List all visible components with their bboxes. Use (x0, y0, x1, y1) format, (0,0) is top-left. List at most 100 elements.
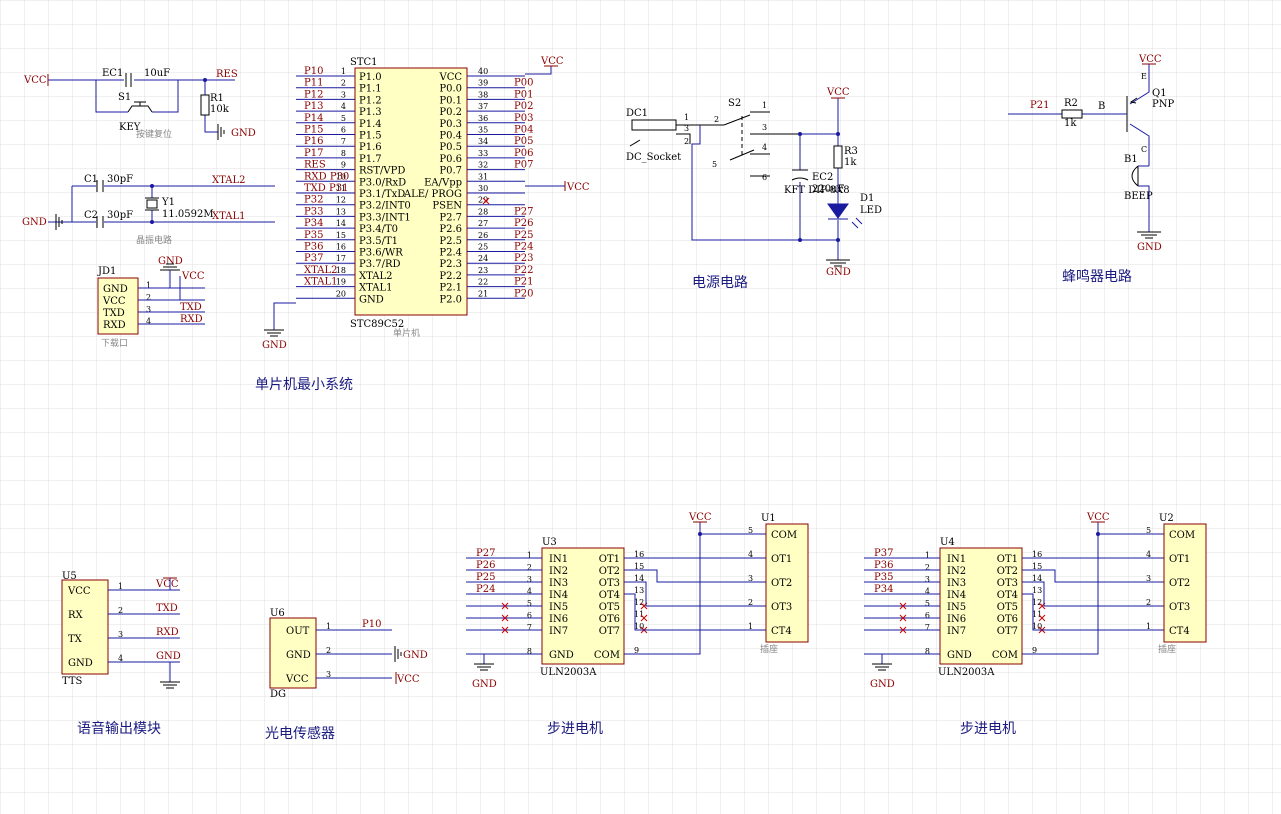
driver-in-name: IN7 (549, 626, 568, 637)
power-block: DC1 DC_Socket S2 VCC EC2 220uF KFT DIP-8… (626, 87, 882, 278)
mcu-pin-name: P2.1 (439, 283, 462, 294)
b1-ref: B1 (1124, 154, 1138, 165)
driver-out-number: 9 (1032, 646, 1037, 655)
dc1-leads (629, 124, 700, 147)
socket-pin-number: 5 (748, 526, 753, 535)
driver-in-number: 4 (925, 587, 930, 596)
q1-ref: Q1 (1152, 88, 1167, 99)
mcu-nc-ale (482, 197, 490, 205)
mcu-pin-net: XTAL2 (304, 265, 337, 276)
driver-input-net: P26 (476, 560, 495, 571)
photo-pin-name: VCC (285, 674, 309, 685)
power-pin-number: 2 (714, 115, 719, 124)
socket-pin-number: 2 (748, 598, 753, 607)
mcu-pin-net: P05 (514, 136, 533, 147)
socket-ref: U2 (1159, 513, 1174, 524)
mcu-pin-number: 19 (336, 278, 346, 287)
mcu-pin-name: P3.4/T0 (359, 224, 398, 235)
driver-in-name: IN4 (947, 590, 966, 601)
b1-symbol (1131, 165, 1139, 187)
mcu-pin-number: 20 (336, 289, 346, 298)
mcu-pin-name: P2.3 (439, 259, 462, 270)
driver-in-number: 5 (527, 599, 532, 608)
mcu-pin-number: 10 (336, 172, 346, 181)
ec2-val: 220uF (812, 184, 845, 195)
socket-desc: 插座 (760, 643, 778, 655)
mcu-pin-net: P26 (514, 218, 533, 229)
photo-gnd-net: GND (403, 650, 428, 661)
driver-in-number: 6 (925, 611, 930, 620)
s2-ref: S2 (728, 98, 741, 109)
reset-vcc: VCC (23, 75, 47, 86)
socket-pin-number: 2 (1146, 598, 1151, 607)
driver-in-number: 3 (527, 575, 532, 584)
socket-pin-name: OT3 (771, 602, 792, 613)
jd1-pin-name: GND (103, 284, 128, 295)
mcu-pin-name: P0.0 (439, 84, 462, 95)
mcu-pin-net: P03 (514, 113, 533, 124)
r3-body (833, 145, 843, 169)
mcu-pin-net: P37 (304, 253, 323, 264)
driver-in-name: GND (549, 650, 574, 661)
driver-out-name: OT3 (997, 578, 1018, 589)
driver-in-name: IN6 (947, 614, 966, 625)
driver-input-net: P24 (476, 584, 495, 595)
socket-pin-name: OT2 (771, 578, 792, 589)
driver-nc-mark (640, 614, 648, 622)
driver-in-number: 6 (527, 611, 532, 620)
mcu-ref: STC1 (350, 57, 378, 68)
mcu-pin-number: 32 (478, 161, 488, 170)
driver-out-number: 13 (634, 586, 644, 595)
jd1-desc: 下载口 (101, 337, 128, 349)
mcu-pin-name: P0.3 (439, 119, 462, 130)
q1-leads (1129, 64, 1150, 166)
mcu-pin-number: 29 (478, 196, 488, 205)
q1-type: PNP (1152, 99, 1174, 110)
mcu-vcc-label: VCC (540, 56, 564, 67)
jd1-pin-name: TXD (103, 308, 125, 319)
led-label: LED (860, 205, 882, 216)
ec2-ref: EC2 (812, 172, 833, 183)
mcu-pin-name: P0.1 (439, 95, 462, 106)
dc1-socket: DC_Socket (626, 152, 681, 163)
tts-part: TTS (62, 676, 83, 687)
socket-pin-number: 1 (748, 622, 753, 631)
stepper-gnd: GND (472, 679, 497, 690)
jd1-pin-name: RXD (103, 320, 126, 331)
driver-in-number: 4 (527, 587, 532, 596)
socket-pin-name: OT2 (1169, 578, 1190, 589)
mcu-block: STC1 STC89C52 单片机 1P1.0P102P1.1P113P1.2P… (262, 56, 590, 351)
driver-in-number: 2 (527, 563, 532, 572)
crystal-block: C1 30pF C2 30pF Y1 11.0592M XTAL2 XTAL1 … (22, 174, 275, 246)
r1-ref: R1 (210, 93, 224, 104)
r2-body (1061, 109, 1083, 119)
tts-pin-name: RX (68, 610, 84, 621)
socket-pin-number: 4 (1146, 550, 1151, 559)
jd1-gnd-net: GND (158, 256, 183, 267)
mcu-pin-net: P24 (514, 242, 533, 253)
driver-in-name: IN5 (947, 602, 966, 613)
b1-label: BEEP (1124, 191, 1153, 202)
photo-pin-number: 3 (326, 670, 331, 679)
photo-vcc-net: VCC (396, 674, 420, 685)
driver-out-name: OT3 (599, 578, 620, 589)
r2-ref: R2 (1064, 98, 1078, 109)
mcu-pin-name: XTAL1 (359, 283, 392, 294)
mcu-pin-name: P3.7/RD (359, 259, 401, 270)
driver-in-name: IN1 (549, 554, 568, 565)
tts-ref: U5 (62, 571, 77, 582)
led-ref: D1 (860, 193, 874, 204)
mcu-pin-name: P2.4 (439, 248, 462, 259)
led-bar (828, 217, 863, 229)
y1-plates (145, 197, 159, 211)
mcu-pin-net: P14 (304, 113, 323, 124)
caption-stepper1: 步进电机 (547, 721, 603, 737)
q1-c: C (1141, 145, 1147, 154)
socket-pin-name: OT3 (1169, 602, 1190, 613)
mcu-pin-number: 22 (478, 278, 488, 287)
driver-in-number: 8 (527, 647, 532, 656)
ec1-ref: EC1 (102, 68, 123, 79)
driver-out-name: OT6 (997, 614, 1018, 625)
